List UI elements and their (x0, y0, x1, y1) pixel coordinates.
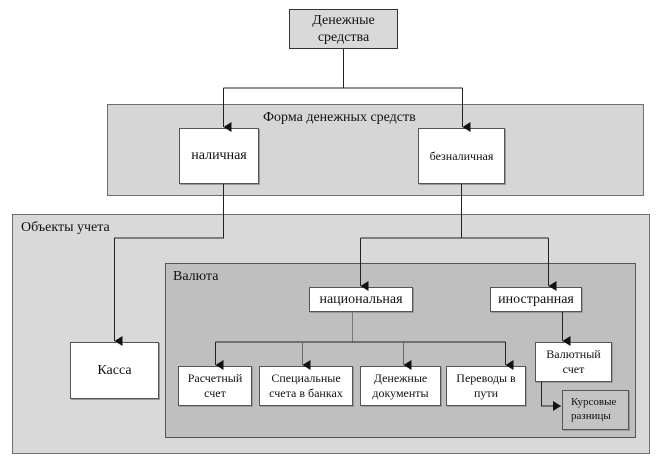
node-cash-label: наличная (191, 148, 247, 164)
label-line1: Специальные (271, 371, 341, 385)
label-line1: Переводы в (456, 371, 516, 385)
label-line2: пути (473, 386, 499, 400)
node-cash: наличная (179, 128, 259, 184)
objects-panel-title: Объекты учета (21, 220, 110, 235)
root-label-line1: Денежные (312, 12, 375, 28)
node-special-accounts: Специальные счета в банках (259, 366, 353, 406)
label-line1: Денежные (373, 371, 428, 385)
node-national: национальная (309, 287, 413, 312)
label-line2: счета в банках (269, 386, 343, 400)
label-line2: счет (204, 386, 226, 400)
root-label-line2: средства (317, 30, 370, 45)
root-node-money: Денежные средства (289, 9, 398, 49)
label-line1: Курсовые (571, 396, 617, 409)
node-noncash-label: безналичная (429, 148, 494, 163)
node-kassa-label: Касса (97, 362, 132, 378)
node-money-documents: Денежные документы (360, 366, 441, 406)
node-exchange-differences: Курсовые разницы (562, 390, 629, 430)
label-line1: Расчетный (187, 371, 243, 385)
node-currency-account: Валютный счет (535, 342, 612, 382)
node-transfers-in-transit: Переводы в пути (446, 366, 526, 406)
label-line2: разницы (571, 410, 611, 422)
node-settlement-account: Расчетный счет (178, 366, 252, 406)
currency-panel-title: Валюта (173, 269, 219, 284)
node-foreign-label: иностранная (498, 291, 574, 307)
node-national-label: национальная (319, 291, 403, 307)
form-panel-title: Форма денежных средств (263, 110, 416, 125)
node-kassa: Касса (70, 342, 159, 399)
label-line1: Валютный (546, 347, 601, 361)
label-line2: счет (562, 362, 585, 376)
node-noncash: безналичная (418, 128, 505, 184)
label-line2: документы (372, 386, 429, 400)
node-foreign: иностранная (490, 287, 582, 312)
